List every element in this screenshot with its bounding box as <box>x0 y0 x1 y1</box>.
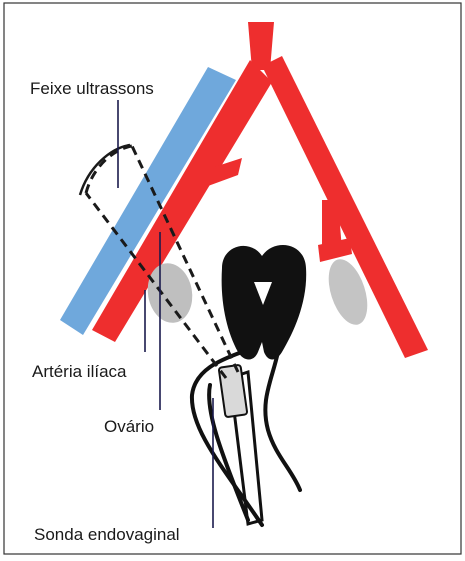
label-artery: Artéria ilíaca <box>32 362 127 381</box>
label-beam: Feixe ultrassons <box>30 79 154 98</box>
ultrasound-band <box>60 67 236 335</box>
label-probe: Sonda endovaginal <box>34 525 180 544</box>
label-ovary: Ovário <box>104 417 154 436</box>
